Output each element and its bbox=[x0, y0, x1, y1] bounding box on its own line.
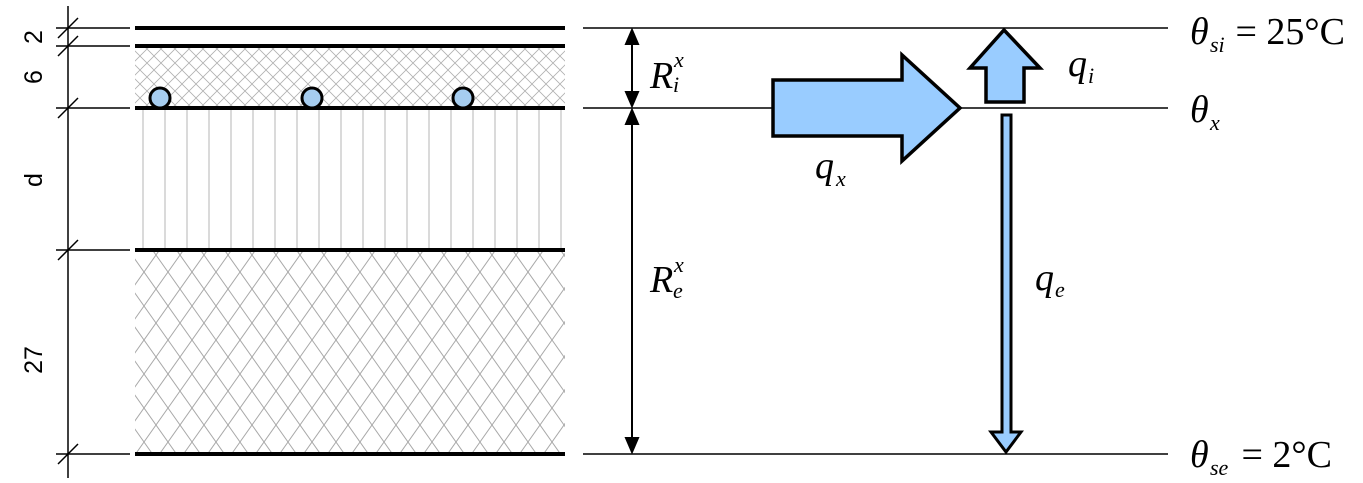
dim-label-2: 2 bbox=[20, 30, 48, 44]
pipe-3 bbox=[451, 86, 475, 110]
resistance-ri-sup: x bbox=[673, 47, 684, 72]
flux-qi-arrow bbox=[966, 27, 1045, 104]
flux-qi-sub: i bbox=[1088, 63, 1094, 88]
flux-qx-sub: x bbox=[835, 166, 846, 191]
flux-qx-arrow bbox=[771, 51, 963, 165]
pipe-1 bbox=[148, 86, 172, 110]
temp-si-value: = 25°C bbox=[1226, 11, 1345, 53]
flux-qi-label: q bbox=[1068, 43, 1087, 85]
resistance-re-sup: x bbox=[673, 252, 684, 277]
temp-se-symbol: θ bbox=[1190, 434, 1209, 476]
dim-label-6: 6 bbox=[20, 70, 48, 84]
temp-se-value: = 2°C bbox=[1232, 434, 1332, 476]
resistance-re-label: R bbox=[649, 259, 673, 301]
resistance-arrows bbox=[624, 27, 640, 455]
temp-si-sub: si bbox=[1210, 32, 1225, 57]
temp-x-symbol: θ bbox=[1190, 89, 1209, 131]
flux-qe-sub: e bbox=[1055, 277, 1065, 302]
board-layer bbox=[135, 110, 565, 250]
dim-label-d: d bbox=[20, 173, 48, 187]
floor-layers bbox=[135, 46, 565, 454]
resistance-ri-sub: i bbox=[673, 72, 679, 97]
dimension-labels: 2 6 d 27 bbox=[20, 30, 48, 374]
insulation-layer bbox=[135, 252, 565, 454]
screed-layer bbox=[135, 46, 565, 108]
heating-pipes bbox=[148, 86, 475, 110]
resistance-re-sub: e bbox=[673, 278, 683, 303]
flux-qe-arrow bbox=[988, 113, 1024, 455]
layer-boundaries bbox=[135, 26, 565, 456]
temp-x-sub: x bbox=[1209, 110, 1220, 135]
temp-si-symbol: θ bbox=[1190, 11, 1209, 53]
pipe-2 bbox=[300, 86, 324, 110]
dim-label-27: 27 bbox=[20, 346, 48, 374]
temp-se-sub: se bbox=[1210, 455, 1229, 480]
flux-qe-label: q bbox=[1035, 257, 1054, 299]
dimension-chain bbox=[56, 6, 130, 478]
flux-qx-label: q bbox=[815, 145, 834, 187]
resistance-ri-label: R bbox=[649, 55, 673, 97]
